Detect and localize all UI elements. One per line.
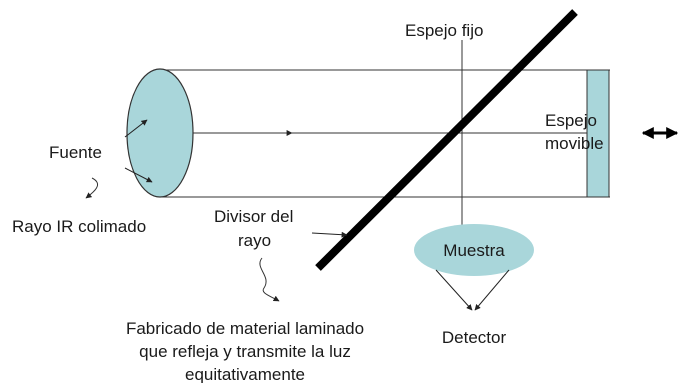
source-arrow-lower-icon	[124, 167, 153, 183]
label-beam-splitter-line2: rayo	[238, 231, 271, 250]
label-material-line1: Fabricado de material laminado	[126, 319, 364, 338]
moving-mirror	[586, 69, 610, 198]
label-material-line3: equitativamente	[185, 365, 305, 383]
label-beam-splitter-line1: Divisor del	[214, 207, 293, 226]
sample-ellipse	[414, 224, 534, 276]
label-material-line2: que refleja y transmite la luz	[139, 342, 351, 361]
label-detector: Detector	[442, 328, 507, 347]
splitter-pointer-icon	[311, 231, 348, 238]
label-sample: Muestra	[443, 241, 505, 260]
label-source: Fuente	[49, 143, 102, 162]
label-collimated-ir: Rayo IR colimado	[12, 217, 146, 236]
collimated-squiggle-arrow-icon	[85, 177, 98, 199]
sample-to-detector-left-arrow-icon	[435, 269, 473, 311]
source-lens	[126, 68, 194, 198]
sample-to-detector-right-arrow-icon	[474, 269, 510, 311]
material-squiggle-arrow-icon	[259, 257, 280, 302]
label-moving-mirror-line1: Espejo	[545, 111, 597, 130]
source-arrow-upper-icon	[124, 119, 148, 138]
label-fixed-mirror: Espejo fijo	[405, 21, 483, 40]
beam-splitter	[315, 9, 578, 271]
label-moving-mirror-line2: movible	[545, 134, 604, 153]
